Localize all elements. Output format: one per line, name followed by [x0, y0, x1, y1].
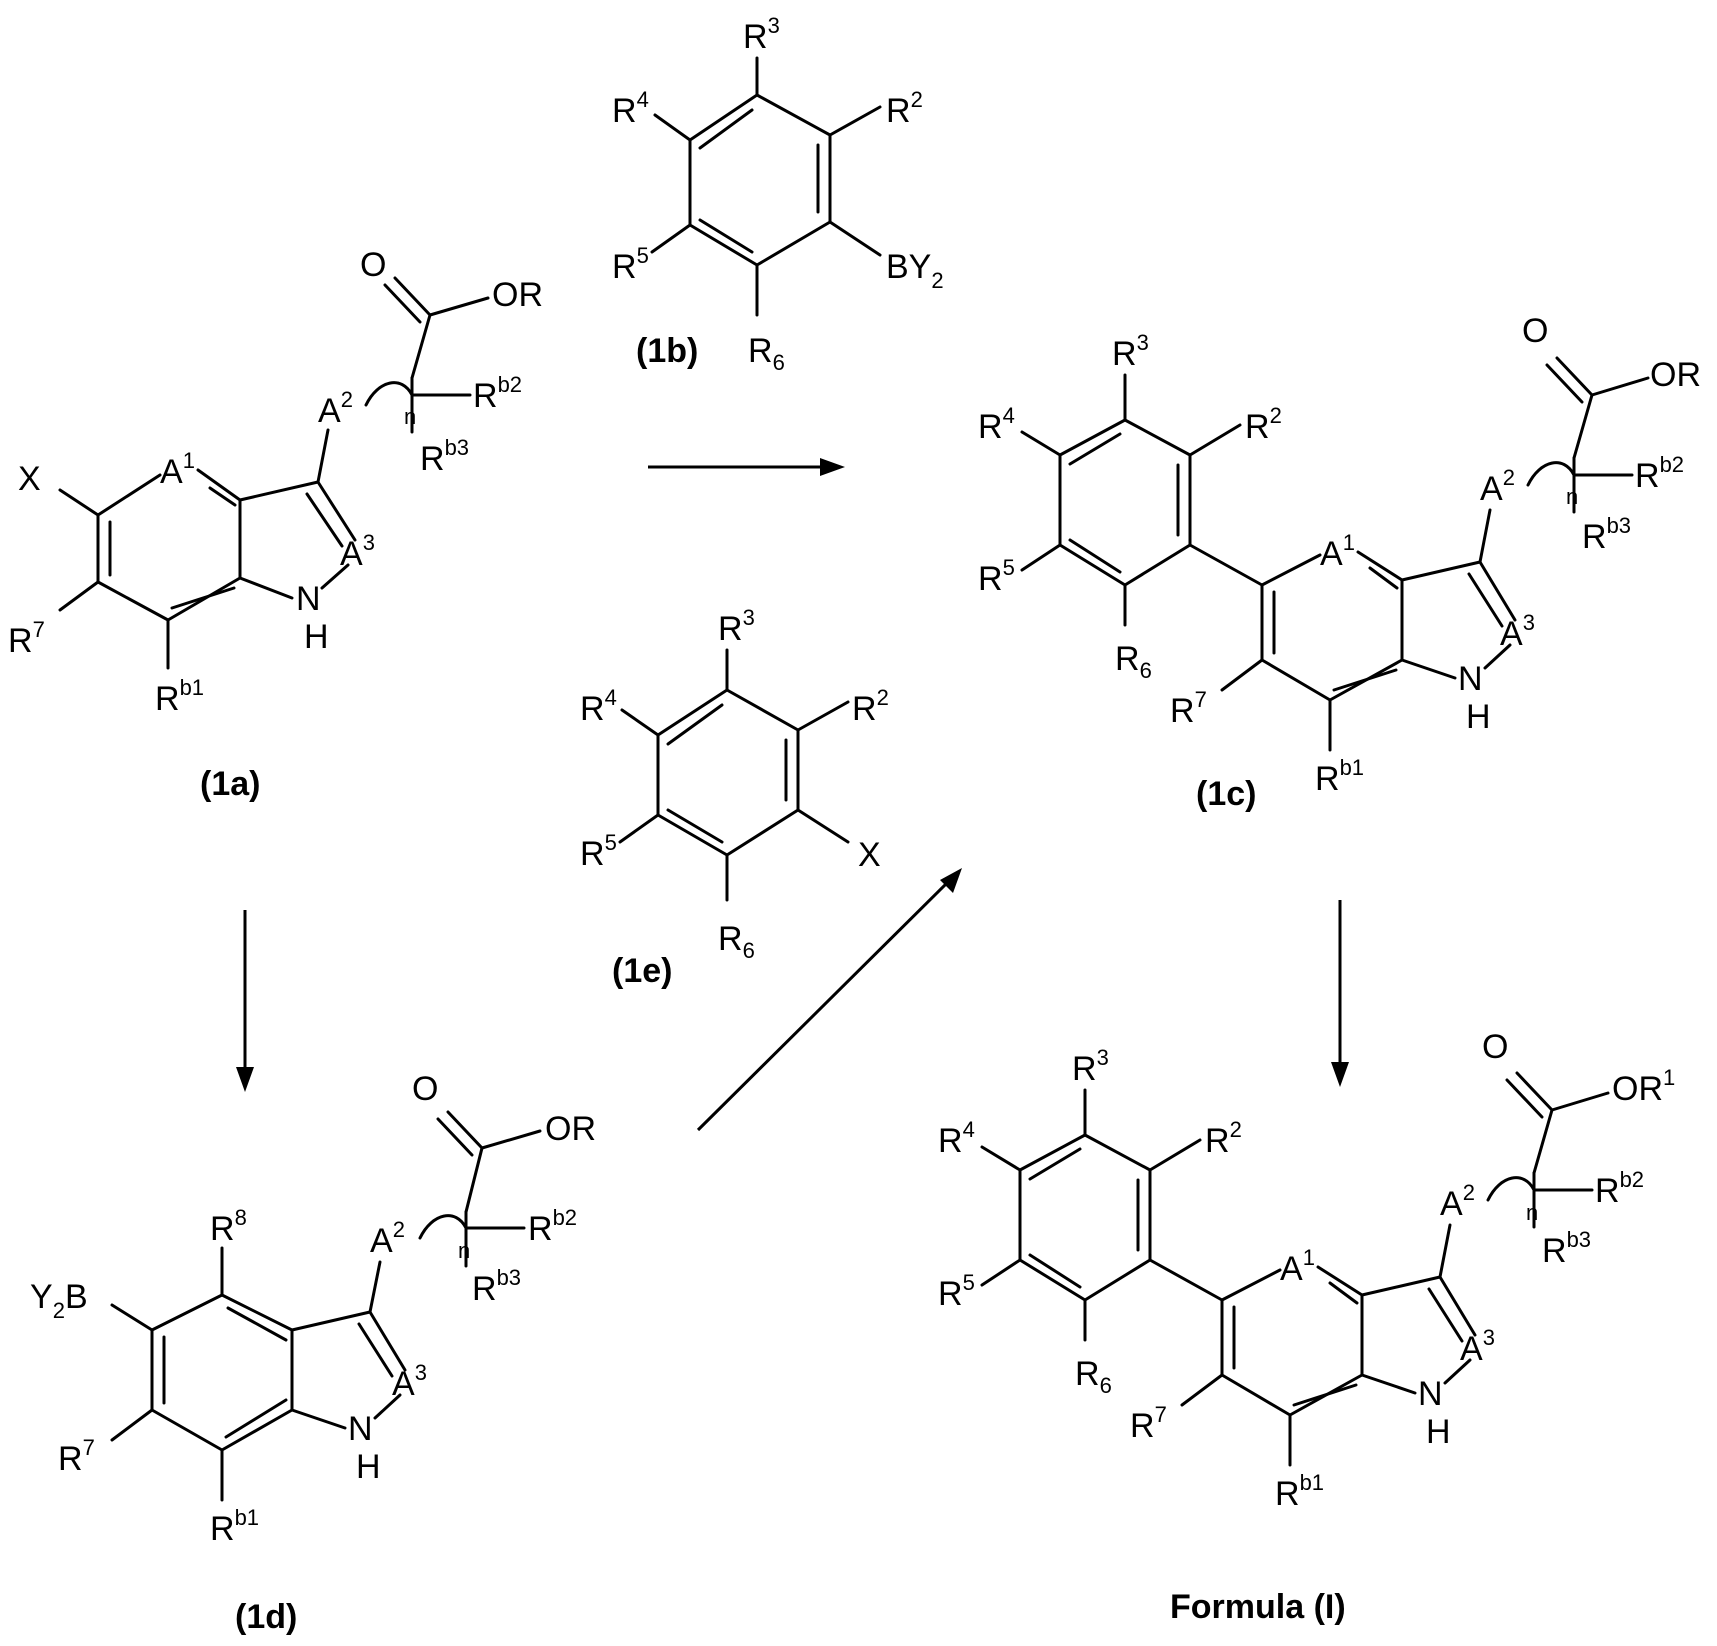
label-r5: R5 [938, 1270, 975, 1313]
label-rb1: Rb1 [1275, 1470, 1324, 1513]
label-a1: A1 [1280, 1245, 1315, 1288]
label-a3: A3 [1460, 1325, 1495, 1368]
label-or: OR [545, 1110, 596, 1148]
label-r4: R4 [978, 403, 1015, 446]
label-r3: R3 [718, 605, 755, 648]
label-rb3: Rb3 [472, 1265, 521, 1308]
label-y2b: Y2B [30, 1278, 88, 1323]
label-a2: A2 [318, 387, 353, 430]
label-o: O [1522, 312, 1548, 350]
label-r2: R2 [886, 87, 923, 130]
compound-formula-i: R3 R4 R2 R5 R6 A1 A3 N H R7 Rb1 A2 n Rb2… [938, 1028, 1675, 1626]
label-rb1: Rb1 [155, 675, 204, 718]
label-r7: R7 [1170, 687, 1207, 730]
label-a3: A3 [1500, 610, 1535, 653]
label-r6: R6 [718, 920, 755, 963]
label-a1: A1 [1320, 530, 1355, 573]
compound-1c: R3 R4 R2 R5 R6 A1 A3 N H R7 Rb1 A2 n Rb2… [978, 312, 1701, 813]
label-by2: BY2 [886, 248, 944, 293]
label-n: N [1418, 1375, 1443, 1413]
label-a3: A3 [392, 1360, 427, 1403]
compound-label-1c: (1c) [1196, 775, 1256, 813]
label-n: N [348, 1410, 373, 1448]
compound-1a: X A1 A3 N H R7 Rb1 A2 n Rb2 Rb3 O OR (1a… [8, 246, 543, 803]
label-n-sub: n [458, 1238, 470, 1263]
label-rb1: Rb1 [1315, 755, 1364, 798]
label-r4: R4 [938, 1117, 975, 1160]
arrowhead-1a-to-1c [820, 458, 845, 476]
label-h: H [356, 1448, 381, 1486]
label-rb2: Rb2 [1635, 452, 1684, 495]
label-rb1: Rb1 [210, 1505, 259, 1548]
label-o: O [360, 246, 386, 284]
label-r5: R5 [612, 243, 649, 286]
label-r2: R2 [852, 685, 889, 728]
label-n: N [296, 580, 321, 618]
compound-1d: R8 Y2B R7 Rb1 A3 N H A2 n Rb2 Rb3 O OR (… [30, 1070, 596, 1636]
label-r6: R6 [1115, 640, 1152, 683]
label-a3: A3 [340, 530, 375, 573]
arrow-1d-to-1c [698, 880, 950, 1130]
arrowhead-1a-to-1d [236, 1067, 254, 1092]
label-a2: A2 [1440, 1180, 1475, 1223]
label-a1: A1 [160, 448, 195, 491]
label-h: H [1466, 698, 1491, 736]
label-rb3: Rb3 [420, 435, 469, 478]
compound-label-1d: (1d) [235, 1598, 297, 1636]
label-r4: R4 [580, 685, 617, 728]
compound-label-1a: (1a) [200, 765, 260, 803]
label-o: O [412, 1070, 438, 1108]
label-r6: R6 [748, 332, 785, 375]
label-r7: R7 [1130, 1402, 1167, 1445]
arrowhead-1c-to-formula [1331, 1062, 1349, 1087]
label-r2: R2 [1205, 1117, 1242, 1160]
label-n-sub: n [1526, 1200, 1538, 1225]
compound-1b: R3 R4 R2 R5 BY2 R6 (1b) [612, 13, 944, 375]
label-n: N [1458, 660, 1483, 698]
label-a2: A2 [370, 1217, 405, 1260]
label-h: H [1426, 1413, 1451, 1451]
label-r3: R3 [743, 13, 780, 56]
label-a2: A2 [1480, 465, 1515, 508]
label-r2: R2 [1245, 403, 1282, 446]
label-n-sub: n [1566, 484, 1578, 509]
label-x: X [858, 836, 881, 874]
label-rb3: Rb3 [1582, 513, 1631, 556]
label-r6: R6 [1075, 1355, 1112, 1398]
label-h: H [304, 618, 329, 656]
label-or: OR [492, 276, 543, 314]
label-r3: R3 [1112, 330, 1149, 373]
label-r3: R3 [1072, 1045, 1109, 1088]
label-r7: R7 [8, 617, 45, 660]
label-x: X [18, 460, 41, 498]
compound-label-1b: (1b) [636, 332, 698, 370]
label-or: OR [1650, 356, 1701, 394]
label-r5: R5 [978, 555, 1015, 598]
label-r4: R4 [612, 87, 649, 130]
compound-label-1e: (1e) [612, 952, 672, 990]
compound-label-formula-i: Formula (I) [1170, 1588, 1346, 1626]
compound-1e: R3 R4 R2 R5 X R6 (1e) [580, 605, 889, 990]
label-r8: R8 [210, 1205, 247, 1248]
label-r5: R5 [580, 830, 617, 873]
label-rb2: Rb2 [473, 372, 522, 415]
arrowhead-1d-to-1c [940, 868, 962, 893]
label-rb2: Rb2 [1595, 1167, 1644, 1210]
label-rb3: Rb3 [1542, 1227, 1591, 1270]
label-rb2: Rb2 [528, 1205, 577, 1248]
label-r7: R7 [58, 1435, 95, 1478]
label-n-sub: n [404, 404, 416, 429]
label-o: O [1482, 1028, 1508, 1066]
label-or1: OR1 [1612, 1065, 1675, 1108]
